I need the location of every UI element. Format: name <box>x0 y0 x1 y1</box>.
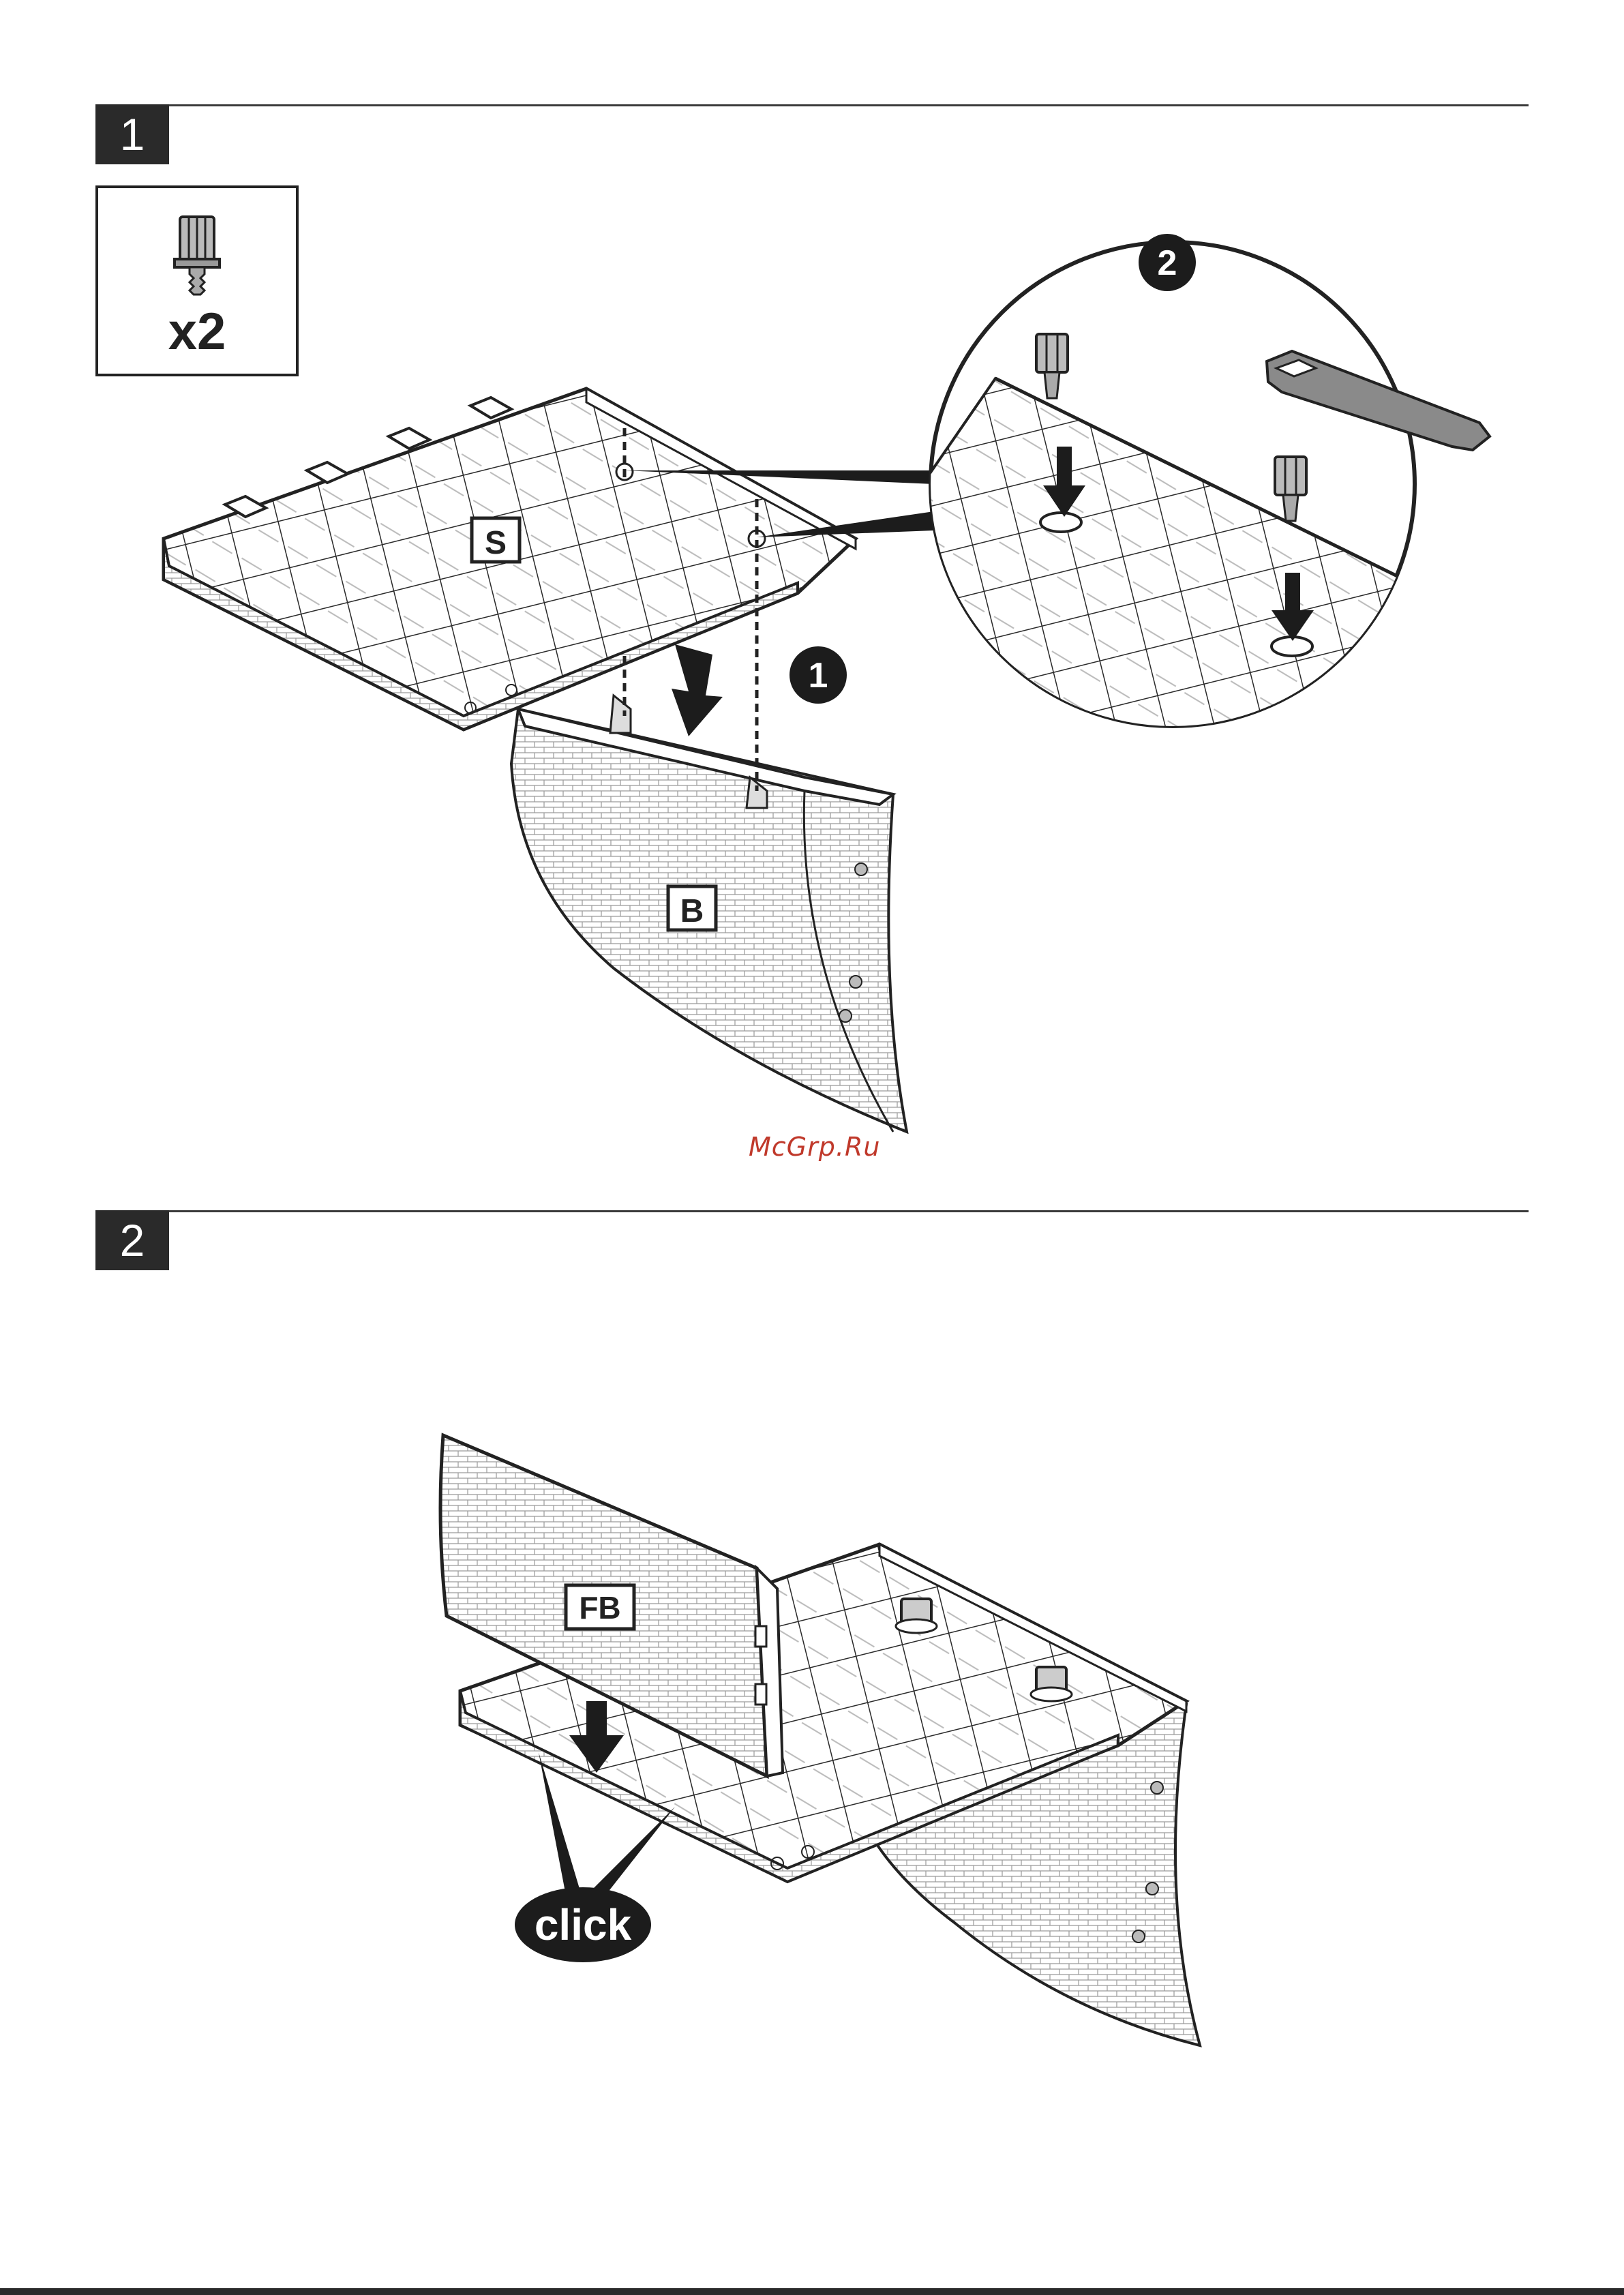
sub-step-1-marker: 1 <box>790 646 847 704</box>
page-footer-bar <box>0 2288 1624 2295</box>
step-2-rule <box>95 1210 1529 1212</box>
svg-text:B: B <box>680 893 704 929</box>
sub-step-2-marker: 2 <box>1139 234 1196 291</box>
svg-text:2: 2 <box>1158 243 1177 283</box>
svg-text:S: S <box>485 525 507 561</box>
svg-text:1: 1 <box>809 656 828 695</box>
click-callout: click <box>515 1887 651 1962</box>
part-label-fb: FB <box>566 1585 634 1629</box>
svg-text:FB: FB <box>579 1590 620 1625</box>
down-arrow-icon <box>672 644 723 736</box>
watermark: McGrp.Ru <box>749 1132 880 1162</box>
step-2-badge: 2 <box>95 1210 169 1270</box>
screw-peg-icon <box>1031 1667 1072 1701</box>
detail-loupe <box>927 242 1490 750</box>
part-label-b: B <box>668 886 716 930</box>
part-label-s: S <box>472 518 520 562</box>
svg-text:click: click <box>535 1900 632 1949</box>
screw-peg-icon <box>896 1599 937 1633</box>
